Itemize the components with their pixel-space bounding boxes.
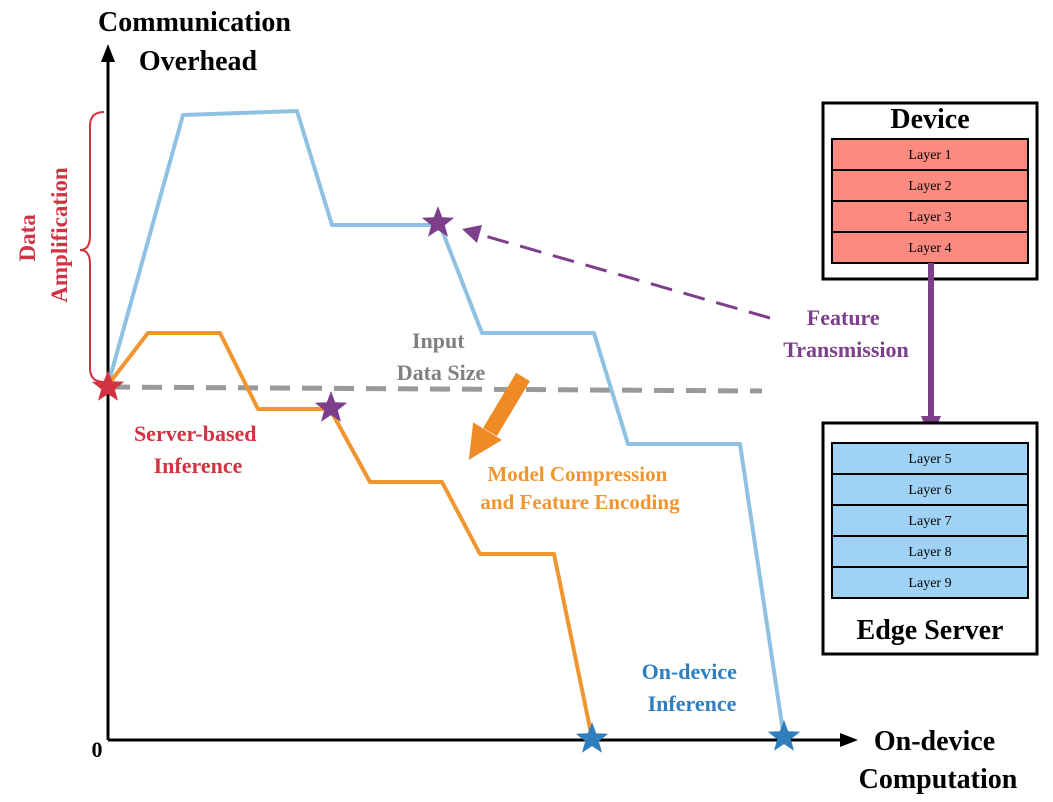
- feature-transmission-dashed-arrow: [477, 232, 771, 320]
- device-layer-4: [831, 231, 1029, 264]
- server-layer-3: [831, 504, 1029, 537]
- device-layer-1-label: Layer 1: [908, 148, 951, 163]
- server-layer-1-label: Layer 5: [908, 452, 951, 467]
- server-layer-5-label: Layer 9: [908, 576, 951, 591]
- server-layer-2: [831, 473, 1029, 506]
- y-axis-arrowhead: [101, 44, 115, 62]
- device-title: Device: [890, 104, 969, 135]
- device-layer-1: [831, 138, 1029, 171]
- server-layer-4: [831, 535, 1029, 568]
- device-layer-2: [831, 169, 1029, 202]
- device-layer-3: [831, 200, 1029, 233]
- server-inference-star: [91, 370, 125, 401]
- compression-arrow-shaft: [483, 372, 530, 437]
- blue-ondevice-star: [767, 720, 801, 751]
- x-axis-label: On-device Computation: [859, 726, 1018, 795]
- device-layer-4-label: Layer 4: [908, 241, 951, 256]
- feature-transmission-label: Feature Transmission: [783, 305, 909, 362]
- edge-server-box: Layer 5 Layer 6 Layer 7 Layer 8 Layer 9 Edge…: [821, 421, 1039, 656]
- data-amplification-brace: [79, 111, 105, 383]
- device-layer-3-label: Layer 3: [908, 210, 951, 225]
- input-data-size-label: Input Data Size: [397, 328, 486, 385]
- server-layer-1: [831, 442, 1029, 475]
- orange-overhead-curve: [106, 331, 594, 739]
- blue-split-star: [421, 206, 455, 237]
- server-layer-4-label: Layer 8: [908, 545, 951, 560]
- device-layer-2-label: Layer 2: [908, 179, 951, 194]
- server-layer-2-label: Layer 6: [908, 483, 951, 498]
- server-based-inference-label: Server-based Inference: [134, 421, 262, 478]
- origin-label: 0: [92, 737, 103, 762]
- orange-split-star: [314, 391, 348, 422]
- on-device-inference-label: On-device Inference: [642, 659, 743, 716]
- orange-ondevice-star: [575, 722, 609, 753]
- model-compression-label: Model Compression and Feature Encoding: [480, 462, 680, 514]
- feature-transmission-dashed-arrowhead: [462, 225, 482, 243]
- data-amplification-label: Data Amplification: [15, 167, 72, 303]
- compression-arrow-head: [468, 422, 502, 460]
- server-layer-5: [831, 566, 1029, 599]
- edge-server-title: Edge Server: [857, 615, 1004, 646]
- blue-overhead-curve: [106, 109, 786, 739]
- input-data-size-line: [109, 384, 763, 394]
- device-box: Device Layer 1 Layer 2 Layer 3 Layer 4: [821, 101, 1039, 281]
- x-axis-arrowhead: [840, 733, 858, 747]
- y-axis-label: Communication Overhead: [98, 7, 298, 77]
- server-layer-3-label: Layer 7: [908, 514, 951, 529]
